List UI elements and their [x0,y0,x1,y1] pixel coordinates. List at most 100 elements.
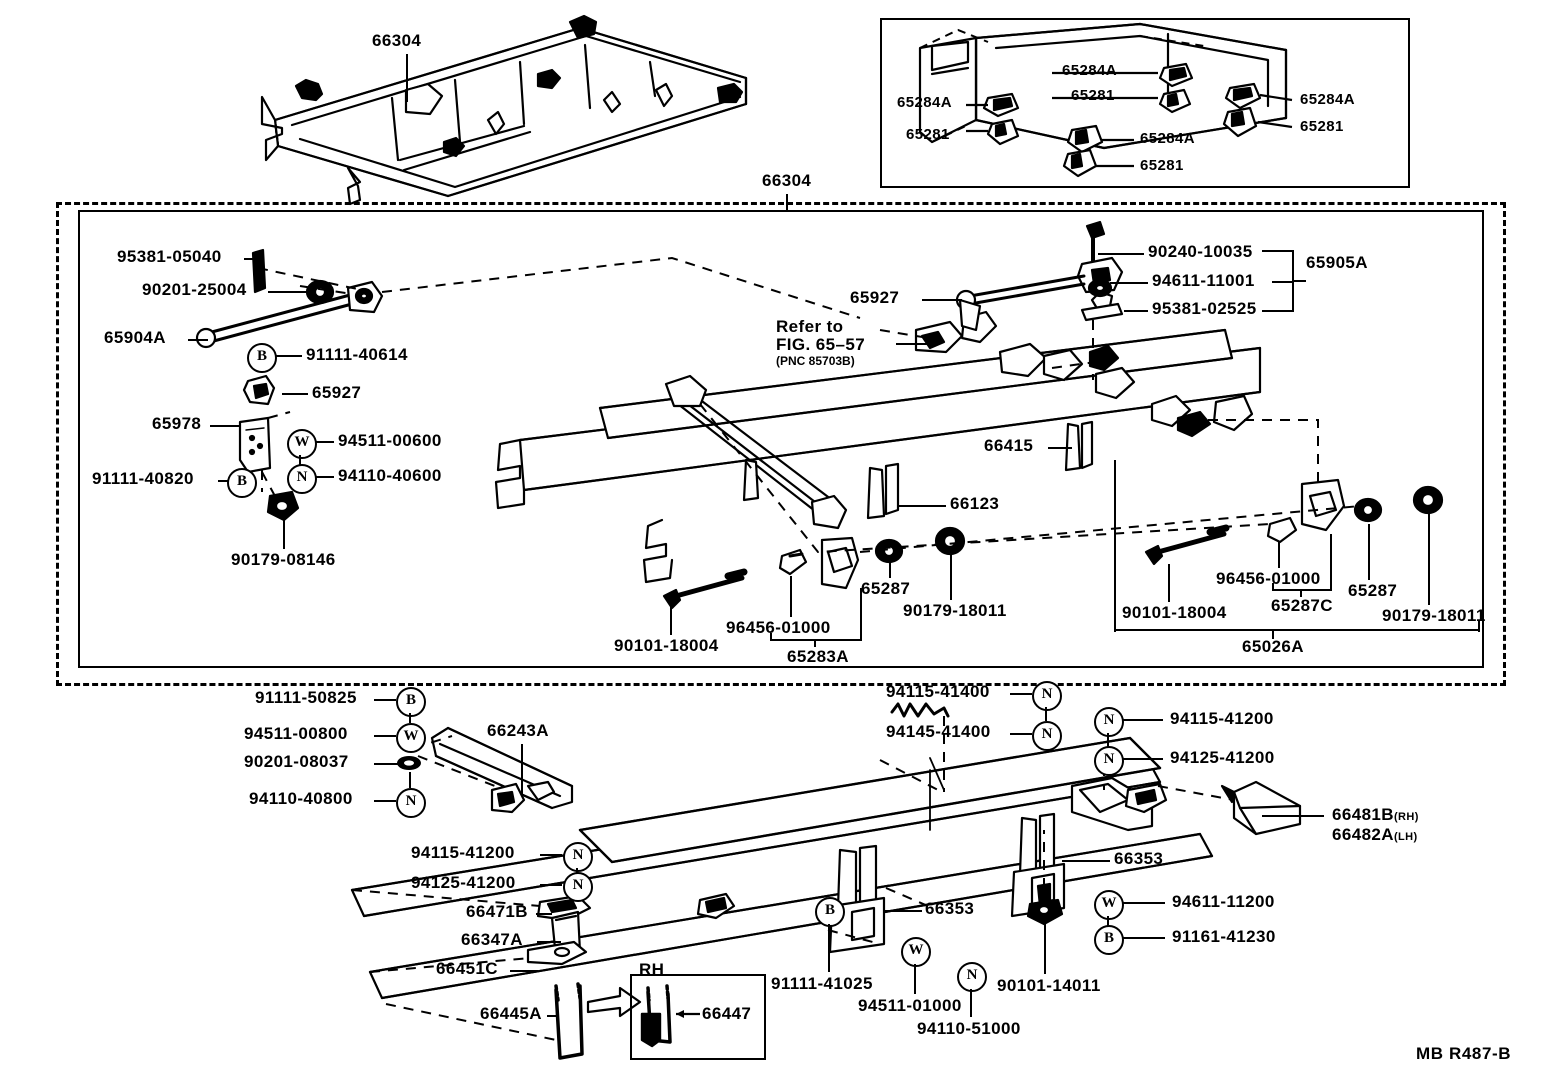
leader-N-N-link-left [576,868,578,874]
leader-94511-00800 [374,735,396,737]
leader-refer-note [896,343,932,345]
leader-90179-18011-right [1428,513,1430,605]
leader-94115-41200-right [1123,719,1163,721]
marker-B-91111-40614: B [247,343,277,373]
label-94110-51000: 94110-51000 [917,1019,1021,1038]
refer-note-line2: FIG. 65–57 [776,335,866,354]
marker-N-94110-51000: N [957,962,987,992]
inset-label-65284A-left: 65284A [897,94,952,111]
label-rh-inset-title: RH [639,960,665,979]
leader-66304-top [406,54,408,102]
marker-N-94125-41200-left: N [563,872,593,902]
leader-95381-02525 [1124,310,1148,312]
marker-B-91161-41230: B [1094,925,1124,955]
label-96456-01000-right: 96456-01000 [1216,569,1321,588]
label-65287C: 65287C [1271,596,1333,615]
inset-label-65281-right: 65281 [1300,118,1344,135]
marker-N-94110-40600: N [287,464,317,494]
inset-label-65284A-bottom: 65284A [1140,130,1195,147]
label-90179-18011-center: 90179-18011 [903,601,1007,620]
group-inner-bottom-line [78,666,1482,668]
label-66482A-side: (LH) [1393,831,1418,843]
marker-N-94115-41200-left: N [563,842,593,872]
label-91111-41025: 91111-41025 [771,974,873,993]
leader-N-N-link-right [1107,733,1109,747]
bracket-65026A-l [1114,460,1116,632]
refer-note-line3: (PNC 85703B) [776,354,855,368]
leader-B-W-link [409,713,411,723]
label-94115-41400: 94115-41400 [886,682,990,701]
bracket-65287C-stem [1300,589,1302,597]
refer-note-line1: Refer to [776,317,844,336]
leader-94511-01000 [914,964,916,994]
inset-label-65284A-upper: 65284A [1062,62,1117,79]
inset-label-65284A-right: 65284A [1300,91,1355,108]
label-66481B: 66481B(RH) [1332,806,1419,824]
group-inner-left-line [78,210,80,668]
leader-96456-01000-right [1278,542,1280,568]
leader-91111-40820 [218,480,232,482]
marker-B-91111-50825: B [396,687,426,717]
label-66482A: 66482A(LH) [1332,826,1418,844]
group-dashed-border [56,202,1506,686]
label-94125-41200-right: 94125-41200 [1170,748,1275,767]
leader-90101-14011 [1044,924,1046,974]
label-94110-40600: 94110-40600 [338,466,442,485]
marker-W-94511-01000: W [901,937,931,967]
bracket-65905A-top [1262,250,1294,252]
leader-90179-18011-center [950,554,952,600]
label-94115-41200-right: 94115-41200 [1170,709,1274,728]
label-66123: 66123 [950,494,1000,513]
leader-90201-08037 [374,763,400,765]
leader-65978 [210,425,240,427]
label-65905A: 65905A [1306,253,1368,272]
marker-B-91111-40820: B [227,468,257,498]
label-90201-25004: 90201-25004 [142,280,247,299]
label-65026A: 65026A [1242,637,1304,656]
leader-W-B-link-right [1107,916,1109,926]
group-inner-top-line [78,210,1482,212]
leader-94110-40600 [316,476,334,478]
label-94511-01000: 94511-01000 [858,996,962,1015]
leader-66415 [1048,447,1072,449]
leader-90101-18004-right [1168,564,1170,602]
group-inner-right-line [1482,210,1484,668]
label-66481B-code: 66481B [1332,805,1394,824]
label-90179-08146: 90179-08146 [231,550,336,569]
marker-N-94115-41400: N [1032,681,1062,711]
label-65287-right: 65287 [1348,581,1398,600]
label-95381-02525: 95381-02525 [1152,299,1257,318]
rh-inset-box [630,974,766,1060]
bracket-65905A-mid [1272,281,1294,283]
label-66445A: 66445A [480,1004,542,1023]
leader-94611-11200 [1123,902,1165,904]
bracket-65283A-stem [814,639,816,647]
marker-W-94511-00600: W [287,429,317,459]
leader-91161-41230 [1123,937,1165,939]
marker-N-94110-40800: N [396,788,426,818]
bracket-65905A-stem [1292,280,1306,282]
leader-66353-right [1062,860,1110,862]
label-91111-50825: 91111-50825 [255,688,357,707]
label-95381-05040: 95381-05040 [117,247,222,266]
leader-65927-left [282,393,308,395]
label-90179-18011-right: 90179-18011 [1382,606,1486,625]
leader-94115-41400 [1010,693,1032,695]
label-90101-18004-right: 90101-18004 [1122,603,1227,622]
label-90240-10035: 90240-10035 [1148,242,1253,261]
leader-90201-25004 [268,291,308,293]
marker-N-94145-41400: N [1032,721,1062,751]
leader-94511-00600 [316,441,334,443]
leader-94125-41200-left [540,884,562,886]
leader-91111-40614 [276,355,302,357]
label-91111-40614: 91111-40614 [306,345,408,364]
leader-65287-center [889,562,891,578]
bracket-65026A-h [1114,629,1478,631]
marker-N-94125-41200-right: N [1094,746,1124,776]
bracket-65026A-stem [1272,629,1274,639]
label-65927-center: 65927 [850,288,900,307]
label-65283A: 65283A [787,647,849,666]
